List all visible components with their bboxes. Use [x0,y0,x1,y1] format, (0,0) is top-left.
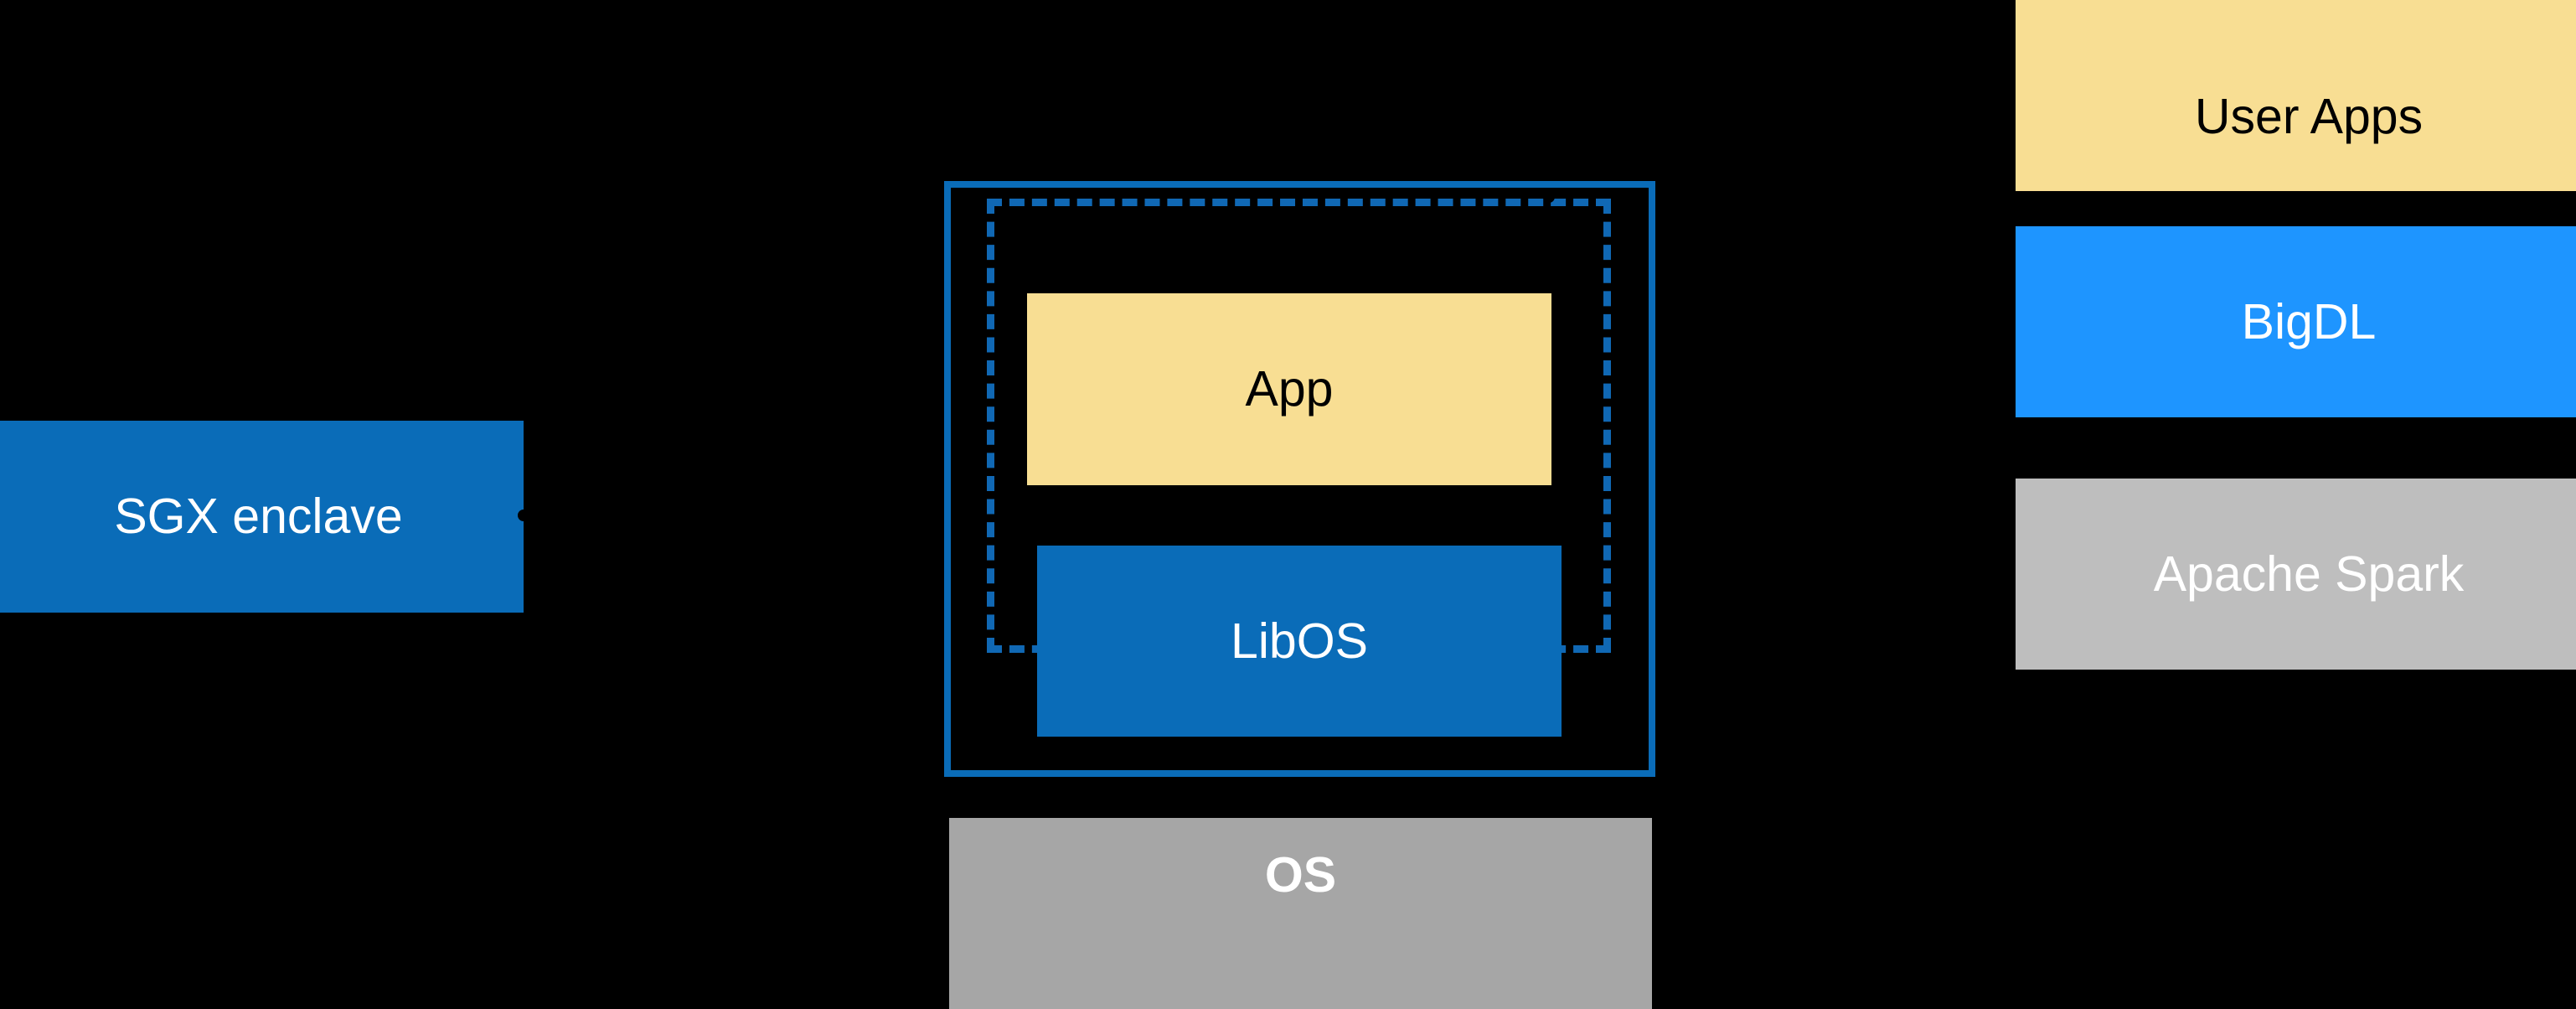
sgx-enclave-label: SGX enclave [114,489,403,545]
sgx-enclave-box[interactable]: SGX enclave [0,421,524,613]
app-box[interactable]: App [1027,293,1551,485]
user-apps-box[interactable]: User Apps [2016,0,2576,191]
apache-spark-box[interactable]: Apache Spark [2016,479,2576,670]
app-label: App [1245,361,1334,417]
user-apps-label: User Apps [2194,89,2424,145]
libos-label: LibOS [1231,613,1368,669]
libos-box[interactable]: LibOS [1037,546,1562,737]
os-label: OS [1264,847,1337,903]
bigdl-box[interactable]: BigDL [2016,226,2576,417]
os-box[interactable]: OS [949,818,1652,1009]
app-connector-arrow-icon [1543,191,1555,203]
apache-spark-label: Apache Spark [2153,546,2465,602]
enclave-outer-frame [944,181,1655,777]
bigdl-label: BigDL [2241,293,2377,349]
sgx-connector-arrow-icon [518,510,529,521]
